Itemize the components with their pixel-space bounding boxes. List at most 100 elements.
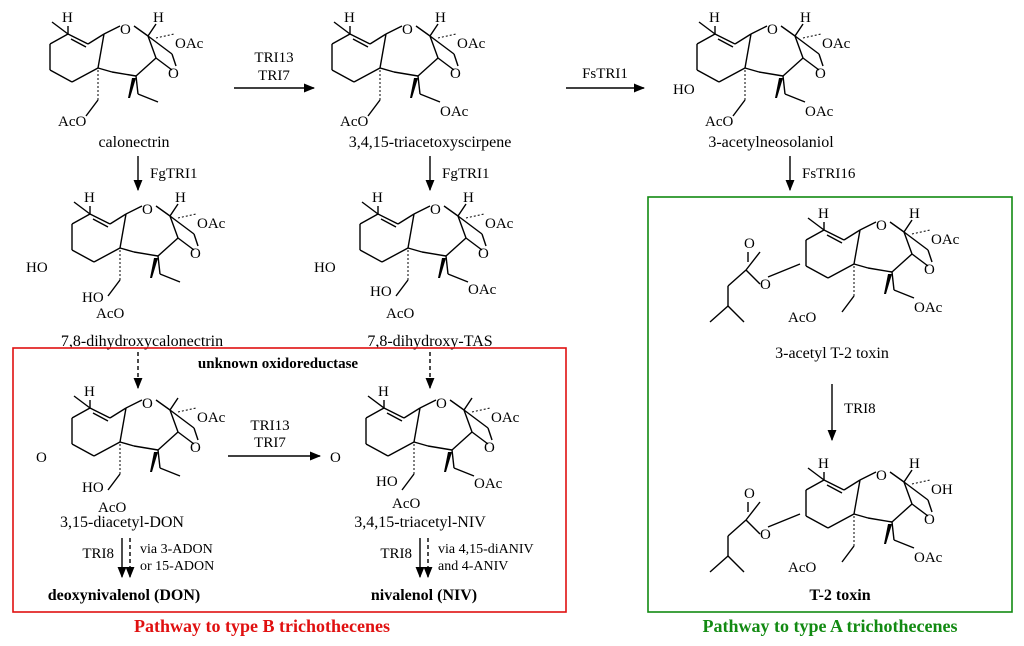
- atom-label: HO: [314, 260, 336, 276]
- molecule-triacetyl-niv: H O OAc O OAc O HO AcO: [330, 384, 520, 512]
- panel-title-type-b: Pathway to type B trichothecenes: [134, 616, 390, 636]
- atom-label: H: [463, 190, 474, 206]
- enzyme-label-oxidoreductase: unknown oxidoreductase: [198, 356, 359, 372]
- ester-side-chain: [709, 251, 801, 323]
- atom-label: O: [744, 486, 755, 502]
- product-t2-toxin: T-2 toxin: [809, 587, 870, 604]
- ester-side-chain: [709, 501, 801, 573]
- atom-label: O: [142, 202, 153, 218]
- atom-label: HO: [376, 474, 398, 490]
- atom-label: H: [84, 190, 95, 206]
- atom-label: OAc: [474, 476, 503, 492]
- atom-label: AcO: [788, 560, 816, 576]
- via-note: via 3-ADON: [140, 542, 213, 557]
- atom-label: AcO: [96, 306, 124, 322]
- atom-label: OH: [931, 482, 953, 498]
- atom-label: OAc: [822, 36, 851, 52]
- atom-label: O: [760, 527, 771, 543]
- atom-label: OAc: [931, 232, 960, 248]
- via-note: and 4-ANIV: [438, 559, 508, 574]
- molecule-t2-toxin: H H O OH O OAc AcO: [788, 456, 953, 576]
- atom-label: O: [760, 277, 771, 293]
- molecule-name-triacetyl-niv: 3,4,15-triacetyl-NIV: [354, 514, 486, 531]
- panel-type-a: [647, 196, 1013, 613]
- atom-label: AcO: [392, 496, 420, 512]
- molecule-acetylneosolaniol: H H O OAc O OAc HO AcO: [673, 10, 851, 130]
- via-note: or 15-ADON: [140, 559, 214, 574]
- atom-label: O: [924, 262, 935, 278]
- atom-label: OAc: [491, 410, 520, 426]
- atom-label: OAc: [197, 410, 226, 426]
- atom-label: AcO: [788, 310, 816, 326]
- molecule-calonectrin: H H O OAc O AcO: [49, 10, 204, 130]
- atom-label: OAc: [175, 36, 204, 52]
- atom-label: O: [190, 246, 201, 262]
- atom-label: H: [909, 456, 920, 472]
- atom-label: H: [800, 10, 811, 26]
- molecule-name-calonectrin: calonectrin: [98, 134, 169, 151]
- atom-label: OAc: [914, 300, 943, 316]
- molecule-acetyl-t2-toxin: H H O OAc O OAc AcO: [788, 206, 960, 326]
- enzyme-label: TRI7: [258, 68, 290, 84]
- atom-label: O: [436, 396, 447, 412]
- atom-label: OAc: [197, 216, 226, 232]
- atom-label: O: [876, 218, 887, 234]
- atom-label: O: [924, 512, 935, 528]
- atom-label: AcO: [340, 114, 368, 130]
- atom-label: O: [815, 66, 826, 82]
- atom-label: OAc: [485, 216, 514, 232]
- atom-label: O: [484, 440, 495, 456]
- atom-label: AcO: [705, 114, 733, 130]
- atom-label: O: [330, 450, 341, 466]
- atom-label: O: [402, 22, 413, 38]
- product-don: deoxynivalenol (DON): [48, 587, 200, 604]
- atom-label: O: [168, 66, 179, 82]
- atom-label: OAc: [914, 550, 943, 566]
- atom-label: O: [36, 450, 47, 466]
- molecule-name-dihydroxycalonectrin: 7,8-dihydroxycalonectrin: [61, 333, 223, 350]
- atom-label: H: [818, 456, 829, 472]
- enzyme-label: FsTRI1: [582, 66, 628, 82]
- molecule-name-diacetyl-don: 3,15-diacetyl-DON: [60, 514, 184, 531]
- atom-label: OAc: [805, 104, 834, 120]
- enzyme-label: TRI8: [82, 546, 114, 562]
- molecule-diacetyl-don: H O OAc O O HO AcO: [36, 384, 226, 516]
- atom-label: AcO: [98, 500, 126, 516]
- molecule-triacetoxyscirpene: H H O OAc O OAc AcO: [331, 10, 486, 130]
- enzyme-label: FgTRI1: [442, 166, 490, 182]
- molecule-name-triacetoxyscirpene: 3,4,15-triacetoxyscirpene: [349, 134, 512, 151]
- enzyme-label: TRI8: [380, 546, 412, 562]
- atom-label: HO: [370, 284, 392, 300]
- via-note: via 4,15-diANIV: [438, 542, 534, 557]
- atom-label: OAc: [440, 104, 469, 120]
- atom-label: O: [142, 396, 153, 412]
- atom-label: O: [767, 22, 778, 38]
- product-niv: nivalenol (NIV): [371, 587, 477, 604]
- molecule-name-acetylneosolaniol: 3-acetylneosolaniol: [708, 134, 834, 151]
- atom-label: H: [818, 206, 829, 222]
- panel-type-b: [12, 347, 567, 613]
- atom-label: O: [120, 22, 131, 38]
- atom-label: O: [744, 236, 755, 252]
- atom-label: H: [84, 384, 95, 400]
- atom-label: HO: [673, 82, 695, 98]
- atom-label: OAc: [468, 282, 497, 298]
- atom-label: H: [709, 10, 720, 26]
- atom-label: HO: [82, 290, 104, 306]
- enzyme-label: TRI13: [254, 50, 293, 66]
- enzyme-label: FgTRI1: [150, 166, 198, 182]
- enzyme-label: TRI7: [254, 435, 286, 451]
- atom-label: H: [378, 384, 389, 400]
- atom-label: H: [372, 190, 383, 206]
- atom-label: OAc: [457, 36, 486, 52]
- atom-label: HO: [26, 260, 48, 276]
- molecule-dihydroxy-tas: H H O OAc O OAc HO HO AcO: [314, 190, 514, 322]
- molecule-dihydroxycalonectrin: H H O OAc O HO HO AcO: [26, 190, 226, 322]
- atom-label: AcO: [386, 306, 414, 322]
- atom-label: O: [430, 202, 441, 218]
- atom-label: HO: [82, 480, 104, 496]
- atom-label: H: [909, 206, 920, 222]
- atom-label: O: [478, 246, 489, 262]
- enzyme-label: FsTRI16: [802, 166, 856, 182]
